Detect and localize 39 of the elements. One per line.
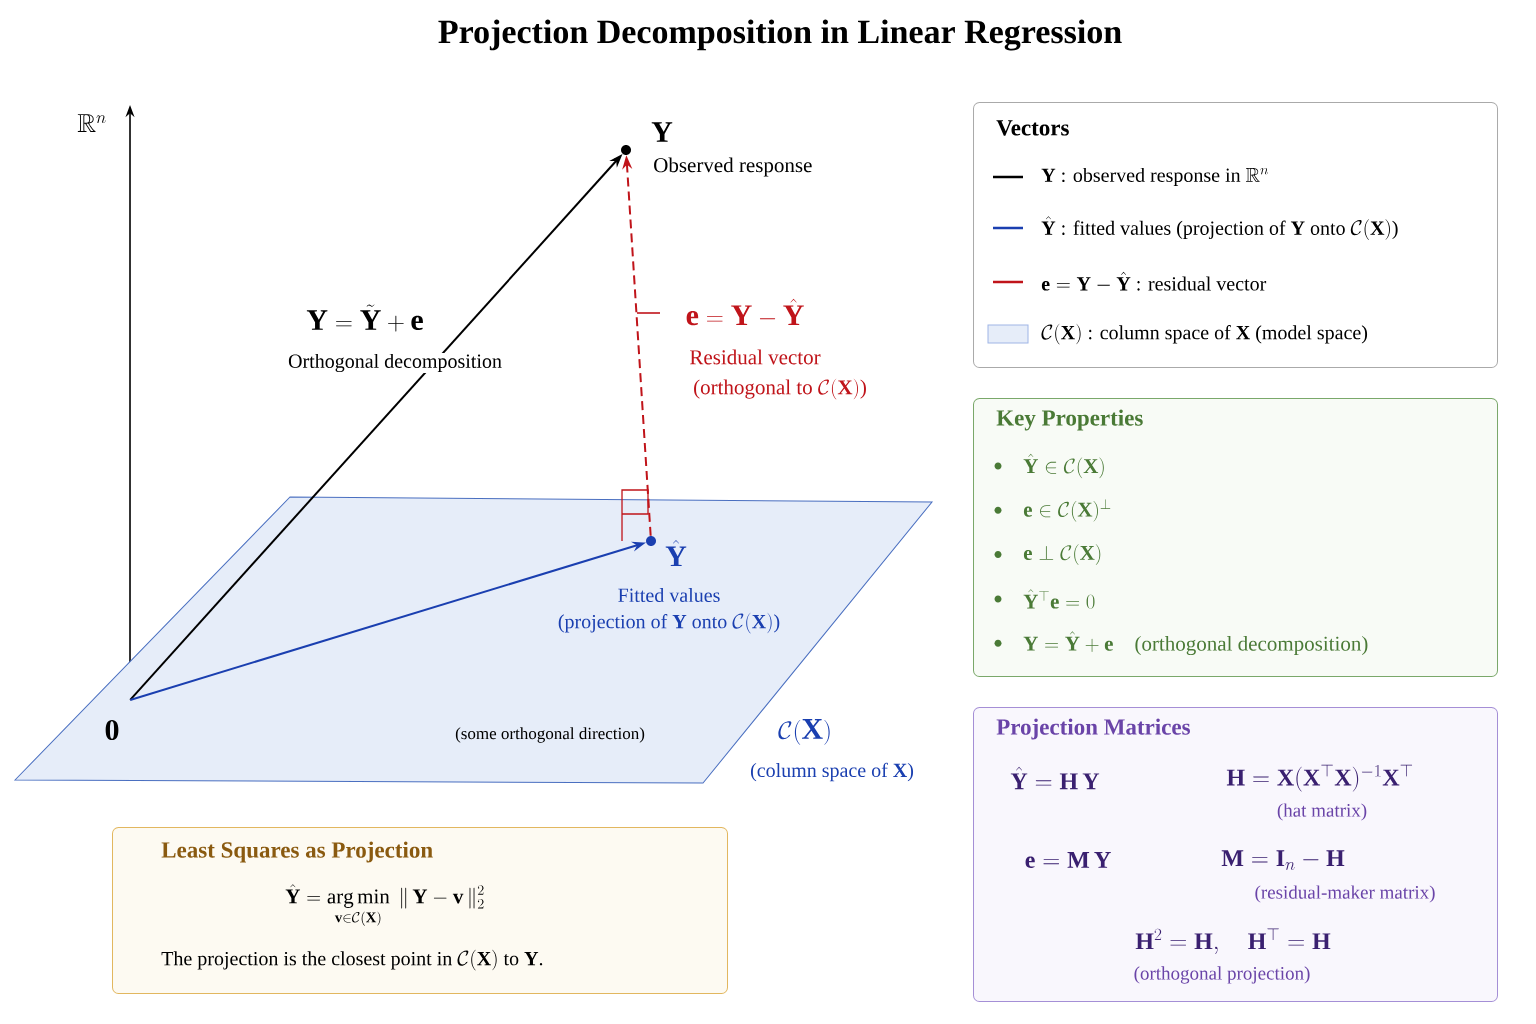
- annotation-text: Residual vector: [690, 349, 821, 365]
- legend-text: $\mathcal{C}(\mathbf{X})\ \text{: column space of }\mathbf{X}\text{ (model space)}$: [1041, 323, 1368, 345]
- panel-title: Vectors: [996, 120, 1069, 136]
- formula: $\mathbf{e} = \mathbf{M}\,\mathbf{Y}$: [1025, 852, 1111, 868]
- axis-label: $\mathbb{R}^n$: [77, 114, 106, 132]
- formula-label: $\mathbf{e} = \mathbf{Y} - \hat{\mathbf{Y}}$: [686, 298, 804, 326]
- formula-caption: (orthogonal projection): [1134, 966, 1310, 984]
- plane-label: $\mathcal{C}(\mathbf{X})$: [778, 719, 830, 745]
- panel-title: Projection Matrices: [996, 718, 1190, 740]
- annotation-text: Orthogonal decomposition: [287, 352, 503, 374]
- formula: $\mathbf{M} = \mathbf{I}_n - \mathbf{H}$: [1221, 850, 1345, 870]
- legend-text: $\hat{\mathbf{Y}}\ \text{: fitted values (projection of }\mathbf{Y}\text{ onto }\mathcal{C}(\mathbf{X})\text{)}$: [1041, 216, 1398, 240]
- formula: $\hat{\mathbf{Y}} = \operatorname*{arg\,min}_{\mathbf{v}\in\mathcal{C}(\mathbf{X})}\ \|\,\mathbf{Y} - \mathbf{v}\,\|_2^2$: [285, 884, 484, 926]
- property-text: $\mathbf{Y} = \hat{\mathbf{Y}} + \mathbf{e}\quad\text{(orthogonal decomposition)}$: [1023, 631, 1368, 656]
- point-caption: $\text{(projection of }\mathbf{Y}\text{ onto }\mathcal{C}(\mathbf{X})\text{)}$: [558, 612, 780, 634]
- point-caption: Observed response: [654, 157, 812, 177]
- property-text: $\mathbf{e} \perp \mathcal{C}(\mathbf{X})$: [1023, 544, 1101, 565]
- formula-label: $\mathbf{Y} = \tilde{\mathbf{Y}} + \mathbf{e}$: [306, 304, 423, 332]
- formula: $\hat{\mathbf{Y}} = \mathbf{H}\,\mathbf{Y}$: [1010, 766, 1100, 790]
- point-label: $\hat{\mathbf{Y}}$: [665, 539, 687, 567]
- property-text: $\mathbf{e} \in \mathcal{C}(\mathbf{X})^{\perp}$: [1023, 499, 1111, 522]
- annotation-text: $\text{(orthogonal to }\mathcal{C}(\mathbf{X})\text{)}$: [694, 378, 866, 400]
- axis-label: (some orthogonal direction): [455, 727, 645, 743]
- panel-title: Key Properties: [996, 409, 1143, 431]
- formula-caption: (residual-maker matrix): [1255, 885, 1435, 903]
- origin-label: 0: [105, 719, 119, 741]
- panel-text: $\text{The projection is the closest point in }\mathcal{C}(\mathbf{X})\text{ to }\mathbf{Y}\text{.}$: [161, 949, 543, 971]
- legend-text: $\mathbf{Y}\ \text{: observed response in }\mathbb{R}^n$: [1041, 167, 1269, 187]
- point-caption: Fitted values: [618, 587, 720, 603]
- title: Projection Decomposition in Linear Regression: [438, 19, 1122, 51]
- formula-caption: (hat matrix): [1277, 803, 1367, 821]
- legend-text: $\mathbf{e} = \mathbf{Y} - \hat{\mathbf{Y}}\ \text{: residual vector}$: [1041, 271, 1267, 291]
- panel-title: Least Squares as Projection: [161, 841, 433, 863]
- property-text: $\hat{\mathbf{Y}}^{\top} \mathbf{e} = 0$: [1023, 589, 1095, 609]
- formula: $\mathbf{H} = \mathbf{X}(\mathbf{X}^{\top}\mathbf{X})^{-1}\mathbf{X}^{\top}$: [1226, 764, 1413, 792]
- plane-caption: $\text{(column space of }\mathbf{X}\text{)}$: [750, 762, 914, 782]
- property-text: $\hat{\mathbf{Y}} \in \mathcal{C}(\mathbf{X})$: [1023, 453, 1104, 479]
- formula: $\mathbf{H}^2 = \mathbf{H},\quad \mathbf{H}^{\top} = \mathbf{H}$: [1135, 928, 1331, 954]
- point-label: $\mathbf{Y}$: [651, 122, 673, 142]
